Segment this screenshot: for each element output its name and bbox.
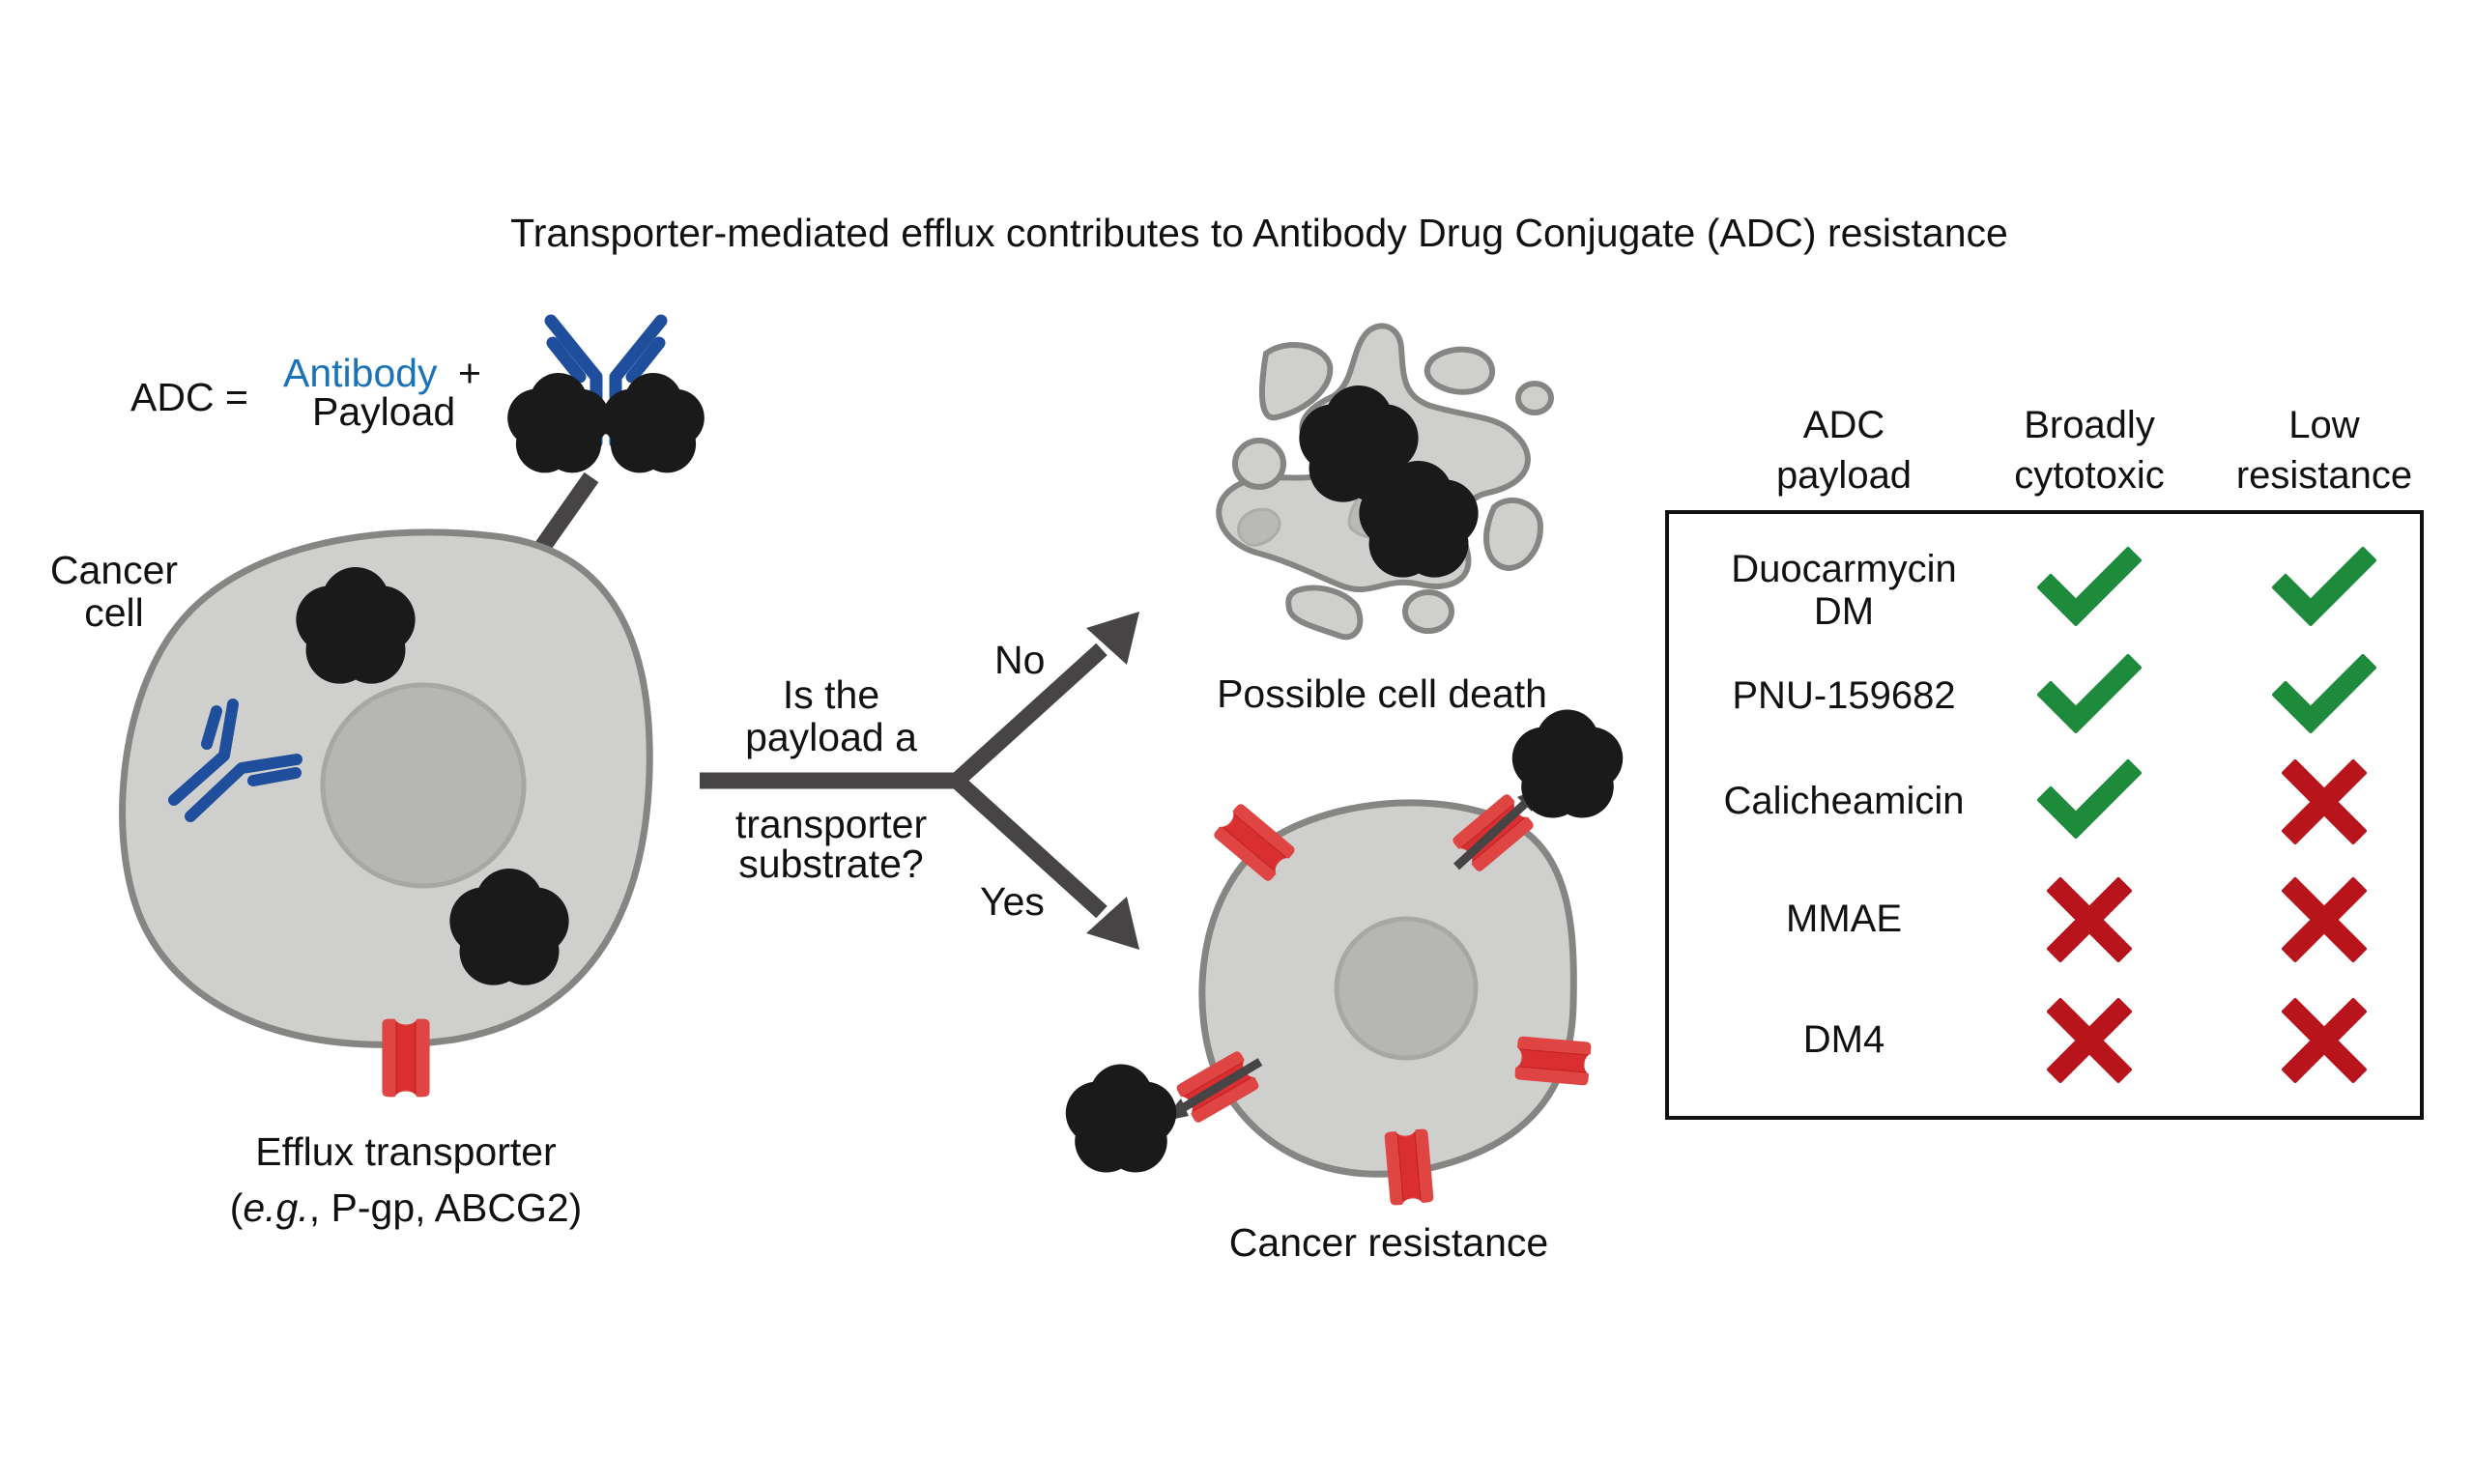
check-icon bbox=[2272, 547, 2376, 626]
header-adc-payload-line2: payload bbox=[1776, 454, 1912, 497]
payload-label: Payload bbox=[312, 389, 455, 434]
payload-star-icon bbox=[1393, 495, 1444, 544]
header-low-resistance-line2: resistance bbox=[2236, 454, 2412, 497]
resistant-cancer-cell bbox=[1097, 741, 1593, 1207]
internalized-antibody-icon bbox=[168, 699, 302, 822]
payload-star-icon bbox=[1333, 419, 1384, 469]
check-icon bbox=[2037, 759, 2142, 839]
payload-star-icon bbox=[1097, 1096, 1144, 1141]
adc-definition: ADC = Antibody + Payload bbox=[130, 314, 676, 443]
efflux-transporter-icon bbox=[381, 1018, 431, 1098]
payload-star-icon bbox=[1543, 741, 1591, 786]
payload-star-icon bbox=[536, 402, 581, 443]
cancer-cell-label-line2: cell bbox=[84, 590, 144, 635]
nucleus bbox=[1334, 916, 1479, 1061]
payload-name: Calicheamicin bbox=[1724, 780, 1965, 822]
cross-icon bbox=[2047, 877, 2132, 962]
plus-sign: + bbox=[458, 351, 481, 395]
table-box bbox=[1665, 510, 2424, 1120]
adc-equals-label: ADC = bbox=[130, 375, 248, 419]
cancer-cell bbox=[119, 528, 653, 1098]
decision-question-line4: substrate? bbox=[738, 842, 923, 886]
cross-icon bbox=[2282, 877, 2367, 962]
possible-cell-death-label: Possible cell death bbox=[1217, 671, 1547, 716]
dead-cell-fragments bbox=[1216, 323, 1554, 641]
cross-icon bbox=[2282, 998, 2367, 1083]
payload-name-line2: DM bbox=[1814, 590, 1874, 633]
table-row: Calicheamicin bbox=[1724, 759, 2367, 844]
cancer-cell-label: Cancer bbox=[50, 548, 178, 592]
figure-title: Transporter-mediated efflux contributes … bbox=[510, 211, 2008, 255]
payload-name: PNU-159682 bbox=[1732, 674, 1955, 717]
decision-question-line3: transporter bbox=[735, 802, 927, 846]
table-row: PNU-159682 bbox=[1732, 654, 2376, 733]
payload-name: DM4 bbox=[1803, 1018, 1884, 1061]
table-header: ADC payload Broadly cytotoxic Low resist… bbox=[1776, 404, 2412, 497]
efflux-transporter-label: Efflux transporter bbox=[255, 1129, 556, 1174]
table-row: DM4 bbox=[1803, 998, 2367, 1083]
efflux-transporter-icon bbox=[1383, 1127, 1435, 1207]
antibody-drug-conjugate-icon bbox=[536, 314, 676, 443]
antibody-word: Antibody bbox=[283, 351, 438, 395]
cross-icon bbox=[2282, 759, 2367, 844]
antibody-label: Antibody + bbox=[283, 351, 481, 395]
no-arrowhead-icon bbox=[1086, 612, 1139, 665]
no-branch-label: No bbox=[994, 638, 1045, 682]
cancer-resistance-label: Cancer resistance bbox=[1229, 1220, 1548, 1265]
check-icon bbox=[2037, 654, 2142, 733]
cross-icon bbox=[2047, 998, 2132, 1083]
examples-text: , P-gp, ABCG2) bbox=[309, 1185, 583, 1230]
yes-branch-label: Yes bbox=[980, 879, 1045, 924]
payload-table: ADC payload Broadly cytotoxic Low resist… bbox=[1665, 404, 2424, 1120]
header-adc-payload: ADC bbox=[1803, 404, 1884, 446]
check-icon bbox=[2272, 654, 2376, 733]
yes-arrowhead-icon bbox=[1086, 897, 1139, 950]
decision-branch bbox=[700, 612, 1139, 950]
payload-name: Duocarmycin bbox=[1731, 548, 1956, 590]
eg-italic: e.g. bbox=[243, 1185, 308, 1230]
header-broadly-cytotoxic-line2: cytotoxic bbox=[2014, 454, 2165, 497]
payload-star-icon bbox=[631, 402, 676, 443]
table-row: MMAE bbox=[1786, 877, 2367, 962]
decision-question-line2: payload a bbox=[745, 715, 917, 759]
efflux-transporter-examples: (e.g., P-gp, ABCG2) bbox=[230, 1185, 583, 1230]
check-icon bbox=[2037, 547, 2142, 626]
header-low-resistance: Low bbox=[2288, 404, 2359, 446]
payload-star-icon bbox=[483, 902, 534, 952]
header-broadly-cytotoxic: Broadly bbox=[2024, 404, 2155, 446]
decision-question-line1: Is the bbox=[783, 672, 879, 717]
efflux-transporter-icon bbox=[1513, 1035, 1593, 1087]
payload-star-icon bbox=[330, 601, 381, 650]
nucleus bbox=[320, 682, 527, 889]
paren-open: ( bbox=[230, 1185, 244, 1230]
payload-name: MMAE bbox=[1786, 898, 1902, 940]
